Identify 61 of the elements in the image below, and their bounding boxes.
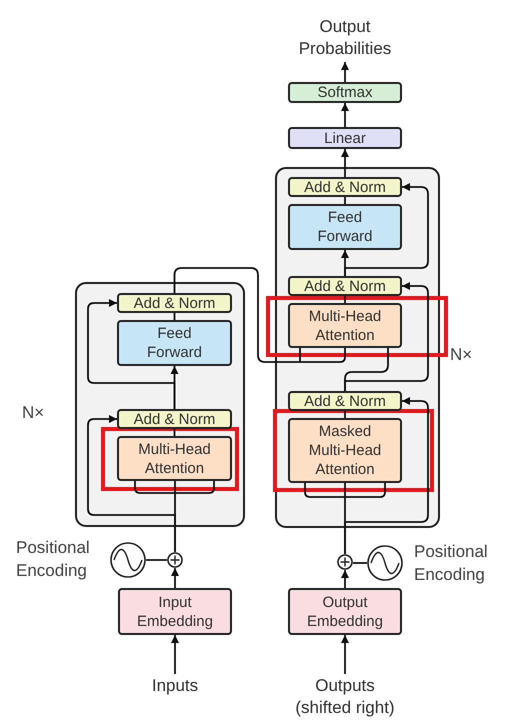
process-box — [288, 127, 402, 149]
side-label: Positional Encoding — [414, 541, 489, 586]
box-label: Add & Norm — [134, 410, 216, 428]
layer-stack-panel — [75, 282, 245, 527]
arrow — [341, 570, 349, 588]
sine-wave-icon — [110, 542, 146, 578]
arrow — [171, 568, 179, 588]
box-label: Add & Norm — [304, 276, 386, 296]
box-label: Multi-Head Attention — [137, 440, 212, 478]
connector-line — [174, 267, 346, 363]
side-label: N× — [22, 402, 46, 424]
process-box — [288, 588, 402, 635]
process-box — [288, 82, 402, 103]
add-circle-icon — [337, 554, 353, 570]
connector-line — [353, 562, 367, 564]
box-label: Feed Forward — [316, 208, 374, 246]
sine-wave-icon — [367, 545, 403, 581]
arrow — [344, 282, 429, 391]
arrow — [87, 415, 176, 552]
layer-stack-panel — [275, 167, 440, 528]
process-box — [288, 276, 402, 296]
arrow — [344, 397, 429, 554]
box-label: Add & Norm — [304, 178, 386, 196]
process-box — [117, 293, 232, 313]
add-circle-icon — [167, 552, 183, 568]
connector-line — [146, 559, 167, 561]
box-label: Softmax — [317, 83, 373, 102]
arrow — [341, 149, 349, 177]
text-label: Inputs — [152, 675, 198, 697]
arrow — [341, 103, 349, 127]
text-label: Outputs (shifted right) — [294, 675, 396, 719]
arrow — [171, 635, 179, 674]
box-label: Feed Forward — [146, 324, 203, 362]
arrow — [344, 183, 429, 276]
box-label: Input Embedding — [136, 592, 214, 630]
side-label: N× — [450, 344, 474, 366]
process-box — [288, 303, 402, 348]
arrow — [87, 299, 176, 409]
box-label: Add & Norm — [304, 392, 386, 410]
box-label: Linear — [324, 128, 366, 148]
process-box — [288, 391, 402, 411]
process-box — [117, 409, 232, 429]
process-box — [288, 204, 402, 250]
process-box — [118, 588, 232, 635]
box-label: Multi-Head Attention — [308, 306, 382, 344]
arrow — [341, 62, 349, 82]
box-label: Output Embedding — [306, 592, 384, 630]
process-box — [288, 177, 402, 197]
connector-line — [174, 429, 176, 436]
connector-line — [344, 296, 346, 303]
side-label: Positional Encoding — [16, 537, 91, 582]
process-box — [117, 436, 232, 481]
box-label: Add & Norm — [134, 294, 216, 312]
box-label: Masked Multi-Head Attention — [308, 422, 382, 479]
process-box — [288, 418, 402, 483]
connector-line — [174, 313, 176, 320]
connector-line — [344, 411, 346, 418]
process-box — [117, 320, 232, 366]
arrow — [341, 635, 349, 674]
connector-line — [344, 197, 346, 204]
text-label: Output Probabilities — [298, 16, 392, 60]
